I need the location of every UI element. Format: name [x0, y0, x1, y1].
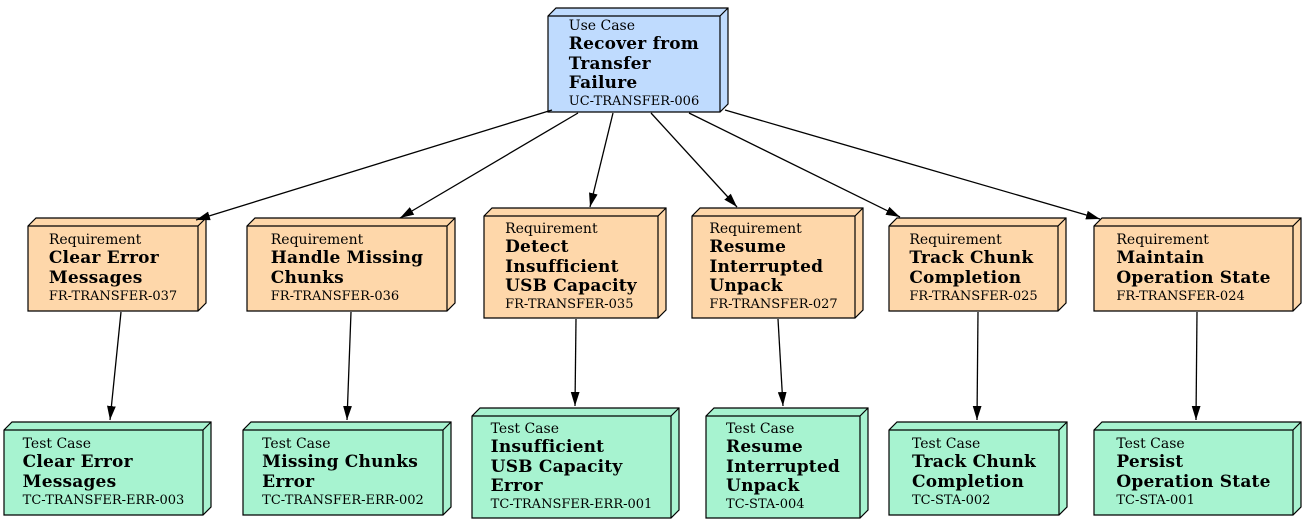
edge-r6-to-t6	[1191, 311, 1201, 421]
edge-r1-to-t1	[107, 311, 122, 421]
edge-uc-to-r3	[589, 112, 614, 208]
node-shape-r6	[1093, 217, 1302, 312]
node-shape-t6	[1093, 421, 1302, 516]
node-shape-t5	[888, 421, 1068, 516]
node-shape-t4	[705, 407, 869, 519]
edge-r3-to-t3	[570, 318, 580, 407]
edge-r4-to-t4	[777, 318, 787, 407]
edge-uc-to-r1	[195, 109, 553, 221]
node-shape-r1	[27, 217, 207, 312]
node-shape-r2	[246, 217, 456, 312]
edge-uc-to-r5	[688, 112, 901, 218]
edge-r2-to-t2	[343, 311, 352, 421]
edge-uc-to-r2	[399, 112, 579, 219]
edge-r5-to-t5	[972, 311, 982, 421]
node-shape-t2	[242, 421, 452, 516]
node-shape-t3	[471, 407, 680, 519]
edge-uc-to-r4	[650, 112, 738, 208]
node-shape-r3	[483, 207, 667, 319]
node-shape-r5	[888, 217, 1067, 312]
node-shape-uc	[547, 7, 729, 113]
node-shape-r4	[691, 207, 864, 319]
edge-uc-to-r6	[724, 109, 1101, 220]
node-shape-t1	[3, 421, 212, 516]
